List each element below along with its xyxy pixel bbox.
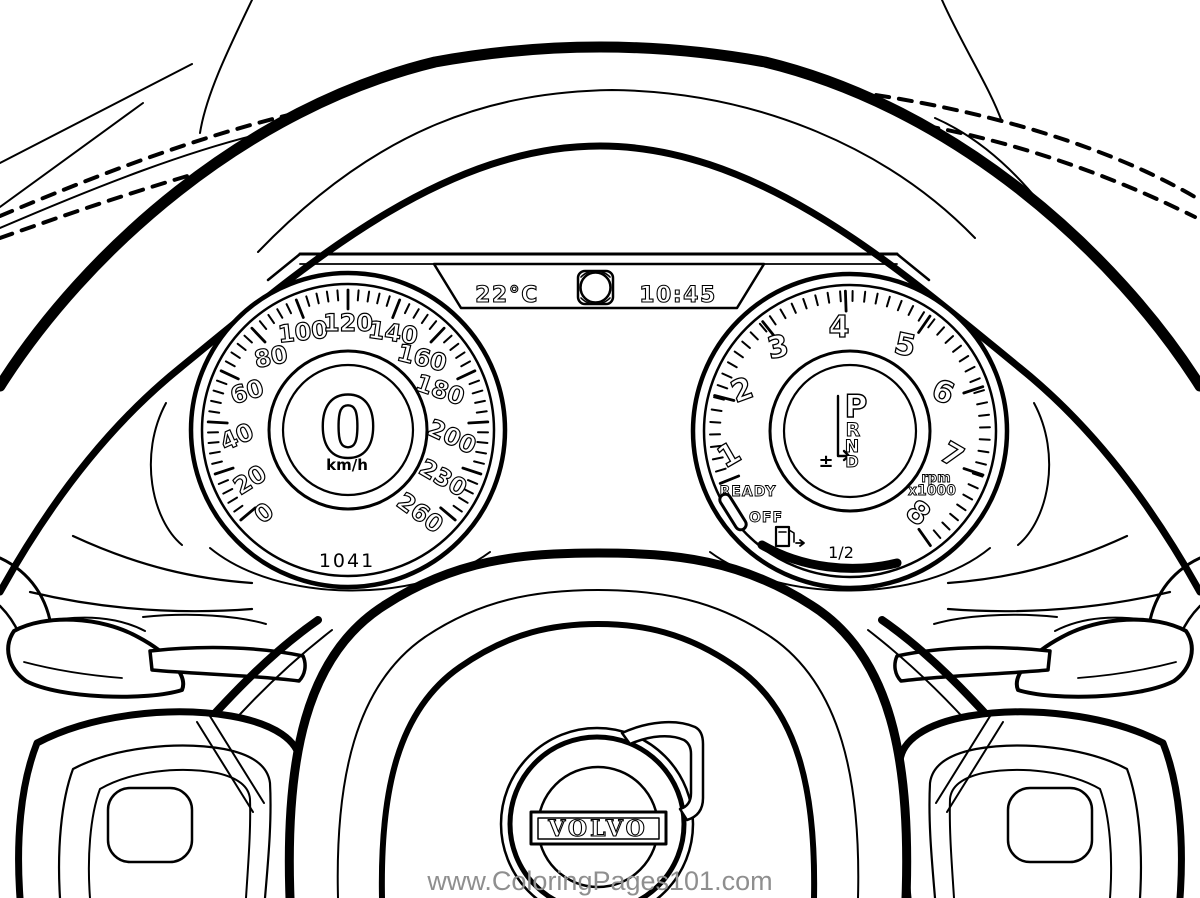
speedometer-hub-ring [267, 349, 429, 511]
gear-position-n: N [845, 437, 859, 457]
outside-temperature: 22°C [475, 283, 539, 308]
volvo-iron-mark-icon [620, 721, 705, 822]
vent-inner-line [23, 661, 123, 679]
gear-position-r: R [846, 419, 861, 441]
vent-band [148, 645, 307, 683]
tachometer-hub-inner-ring [782, 363, 918, 499]
left-spoke-pod [15, 708, 304, 898]
sensor-icon-lens [579, 271, 612, 304]
rim-band-fill [0, 47, 1200, 592]
speedometer-gauge: 0 20 40 60 80 100 120 140 160 180 200 23… [188, 270, 508, 590]
gear-indicator: ± P R N D [818, 388, 868, 472]
sensor-icon-frame [576, 269, 615, 306]
pad-outer-edge [284, 548, 912, 898]
right-spoke-button [1006, 786, 1094, 864]
pod-inner-line [948, 769, 1113, 898]
speed-label: 140 [366, 316, 420, 351]
dash-sweep-line [71, 534, 254, 585]
manual-shift-symbol: ± [818, 451, 833, 472]
pod-spoke-lines [196, 712, 265, 813]
rpm-caption: rpm [921, 471, 950, 486]
pod-inner-line [928, 744, 1143, 898]
fuel-level-band-fill [759, 542, 900, 571]
volvo-emblem: VOLVO [499, 721, 705, 898]
rim-highlight [149, 402, 183, 546]
info-bar: 22°C 10:45 [432, 262, 766, 310]
current-speed-value: 0 [319, 379, 377, 477]
right-spoke-pod [896, 708, 1185, 898]
steering-wheel-rim [0, 41, 1200, 596]
vent-inner-line [1077, 661, 1177, 679]
vent-band [893, 645, 1052, 683]
instrument-cluster: 22°C 10:45 0 20 40 60 80 100 120 140 [188, 252, 1010, 592]
tachometer-major-ticks [713, 289, 985, 547]
brand-banner-inner [537, 817, 660, 840]
dash-sweep-line [28, 590, 254, 613]
gear-selector-line [836, 394, 851, 462]
rim-highlight [1017, 402, 1051, 546]
rpm-multiplier-caption: x1000 [908, 483, 956, 499]
off-status: OFF [749, 510, 783, 526]
windshield-reflection-right [941, 0, 1003, 123]
clock: 10:45 [639, 283, 717, 308]
dashboard-left-vent [0, 534, 307, 699]
brand-name: VOLVO [547, 816, 648, 842]
footer-watermark: www.ColoringPages101.com [426, 866, 772, 896]
windshield-reflection-left [199, 0, 253, 134]
pod-inner-line [87, 769, 252, 898]
speedometer-hub-inner-ring [281, 363, 415, 497]
fuel-pump-icon [774, 525, 805, 548]
dashboard-right-vent [893, 534, 1200, 699]
dash-edge-line [0, 131, 269, 229]
tachometer-hub-ring [768, 349, 932, 513]
vent-top-line [142, 613, 267, 625]
dash-stitch-line [0, 106, 1197, 240]
fuel-level-value: 1/2 [828, 543, 854, 562]
fuel-gauge: 1/2 [757, 525, 902, 573]
rim-inner-edge [0, 142, 1200, 596]
left-spoke-button [106, 786, 194, 864]
tachometer-needle [718, 492, 748, 532]
cluster-bezel-corner [895, 252, 931, 282]
fuel-pump-arrow [795, 539, 805, 547]
steering-wheel-lower: VOLVO [15, 548, 1185, 898]
vent-blob [1014, 617, 1194, 699]
odometer: 1041 [319, 550, 375, 572]
fuel-pump-nozzle [778, 529, 795, 543]
pod-inner-line [57, 744, 272, 898]
pad-middle-line [336, 589, 860, 898]
speedometer-major-ticks [206, 288, 490, 522]
fuel-pump-body [774, 525, 791, 548]
speed-label: 80 [252, 340, 290, 374]
pad-inner-edge [378, 621, 818, 898]
tachometer-gauge: 1 2 3 4 5 6 7 8 rpm x1000 ± P R N D READ [690, 271, 1010, 591]
pod-spoke-lines [935, 712, 1004, 813]
cluster-bezel-corner [266, 252, 302, 282]
sensor-icon-corners [580, 271, 611, 304]
rim-outer-edge [0, 41, 1200, 392]
rim-highlight [257, 89, 976, 253]
dash-sweep-line [946, 534, 1129, 585]
gear-position-p: P [845, 389, 868, 425]
gear-position-d: D [845, 452, 858, 471]
vent-top-line [933, 613, 1058, 625]
vent-blob [6, 617, 186, 699]
dash-sweep-line [946, 590, 1172, 613]
speed-label: 100 [277, 315, 330, 348]
speed-unit: km/h [326, 456, 368, 474]
windshield-line [0, 102, 144, 208]
center-airbag-pad [284, 548, 912, 898]
rpm-label: 4 [829, 310, 850, 345]
camera-sensor-icon [576, 269, 615, 306]
speed-label: 120 [323, 309, 373, 337]
windshield-line [0, 63, 193, 164]
ready-status: READY [720, 484, 777, 500]
